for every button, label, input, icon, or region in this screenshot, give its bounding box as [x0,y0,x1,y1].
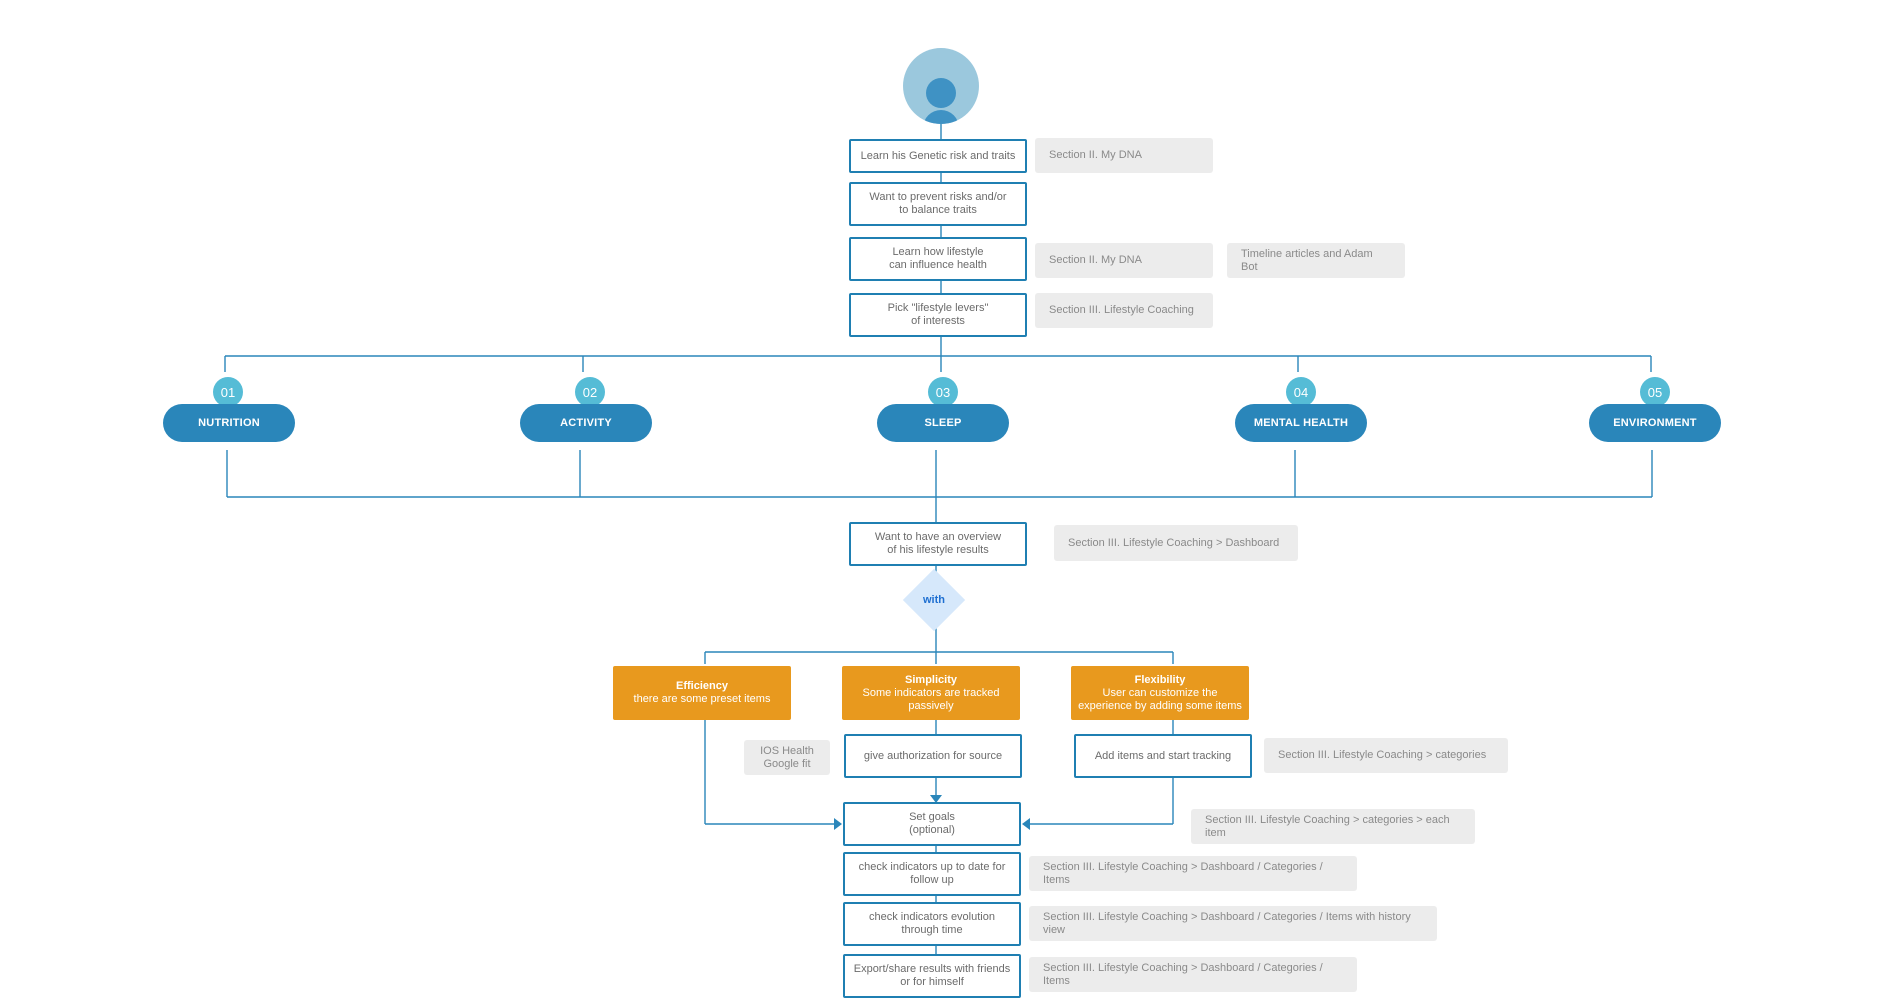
step-label: Learn how lifestyle can influence health [889,246,987,271]
step-label: Want to prevent risks and/or to balance … [869,191,1007,216]
option-title: Efficiency [676,680,728,692]
option-simplicity: Simplicity Some indicators are tracked p… [842,666,1020,720]
note-categories: Section III. Lifestyle Coaching > catego… [1264,738,1508,773]
step-add-items: Add items and start tracking [1074,734,1252,778]
note-lifestyle-coaching: Section III. Lifestyle Coaching [1035,293,1213,328]
option-text: Some indicators are tracked passively [862,686,1000,712]
note-timeline-articles: Timeline articles and Adam Bot [1227,243,1405,278]
lever-number-badge: 05 [1640,377,1670,407]
step-learn-lifestyle: Learn how lifestyle can influence health [849,237,1027,281]
lever-number-badge: 03 [928,377,958,407]
step-pick-levers: Pick "lifestyle levers" of interests [849,293,1027,337]
step-label: Pick "lifestyle levers" of interests [887,302,989,327]
decision-label: with [923,594,945,606]
step-label: Learn his Genetic risk and traits [860,149,1016,162]
step-set-goals: Set goals (optional) [843,802,1021,846]
note-history-view: Section III. Lifestyle Coaching > Dashbo… [1029,906,1437,941]
option-title: Simplicity [905,673,957,686]
lever-sleep: SLEEP [877,404,1009,442]
user-avatar-icon [903,48,979,124]
step-label: Set goals (optional) [909,811,955,836]
step-check-up-to-date: check indicators up to date for follow u… [843,852,1021,896]
option-flexibility: Flexibility User can customize the exper… [1071,666,1249,720]
note-section-my-dna: Section II. My DNA [1035,138,1213,173]
note-section-my-dna-2: Section II. My DNA [1035,243,1213,278]
step-label: give authorization for source [863,749,1003,762]
lever-number-badge: 02 [575,377,605,407]
step-label: Want to have an overview of his lifestyl… [874,531,1002,556]
option-text: there are some preset items [633,693,771,705]
step-check-evolution: check indicators evolution through time [843,902,1021,946]
lever-activity: ACTIVITY [520,404,652,442]
lever-mental-health: MENTAL HEALTH [1235,404,1367,442]
step-export-share: Export/share results with friends or for… [843,954,1021,998]
step-label: Add items and start tracking [1094,749,1232,762]
step-give-authorization: give authorization for source [844,734,1022,778]
lever-number-badge: 04 [1286,377,1316,407]
step-prevent-risks: Want to prevent risks and/or to balance … [849,182,1027,226]
note-dashboard: Section III. Lifestyle Coaching > Dashbo… [1054,525,1298,561]
step-label: check indicators up to date for follow u… [858,861,1006,886]
option-title: Flexibility [1134,673,1186,686]
option-efficiency: Efficiency there are some preset items [613,666,791,720]
step-overview: Want to have an overview of his lifestyl… [849,522,1027,566]
note-health-sources: IOS Health Google fit [744,740,830,775]
step-label: Export/share results with friends or for… [853,963,1011,988]
note-each-item: Section III. Lifestyle Coaching > catego… [1191,809,1475,844]
step-learn-genetic: Learn his Genetic risk and traits [849,139,1027,173]
option-text: User can customize the experience by add… [1078,686,1242,712]
lever-nutrition: NUTRITION [163,404,295,442]
note-dashboard-items: Section III. Lifestyle Coaching > Dashbo… [1029,856,1357,891]
step-label: check indicators evolution through time [869,911,995,936]
lever-environment: ENVIRONMENT [1589,404,1721,442]
note-dashboard-items-2: Section III. Lifestyle Coaching > Dashbo… [1029,957,1357,992]
lever-number-badge: 01 [213,377,243,407]
